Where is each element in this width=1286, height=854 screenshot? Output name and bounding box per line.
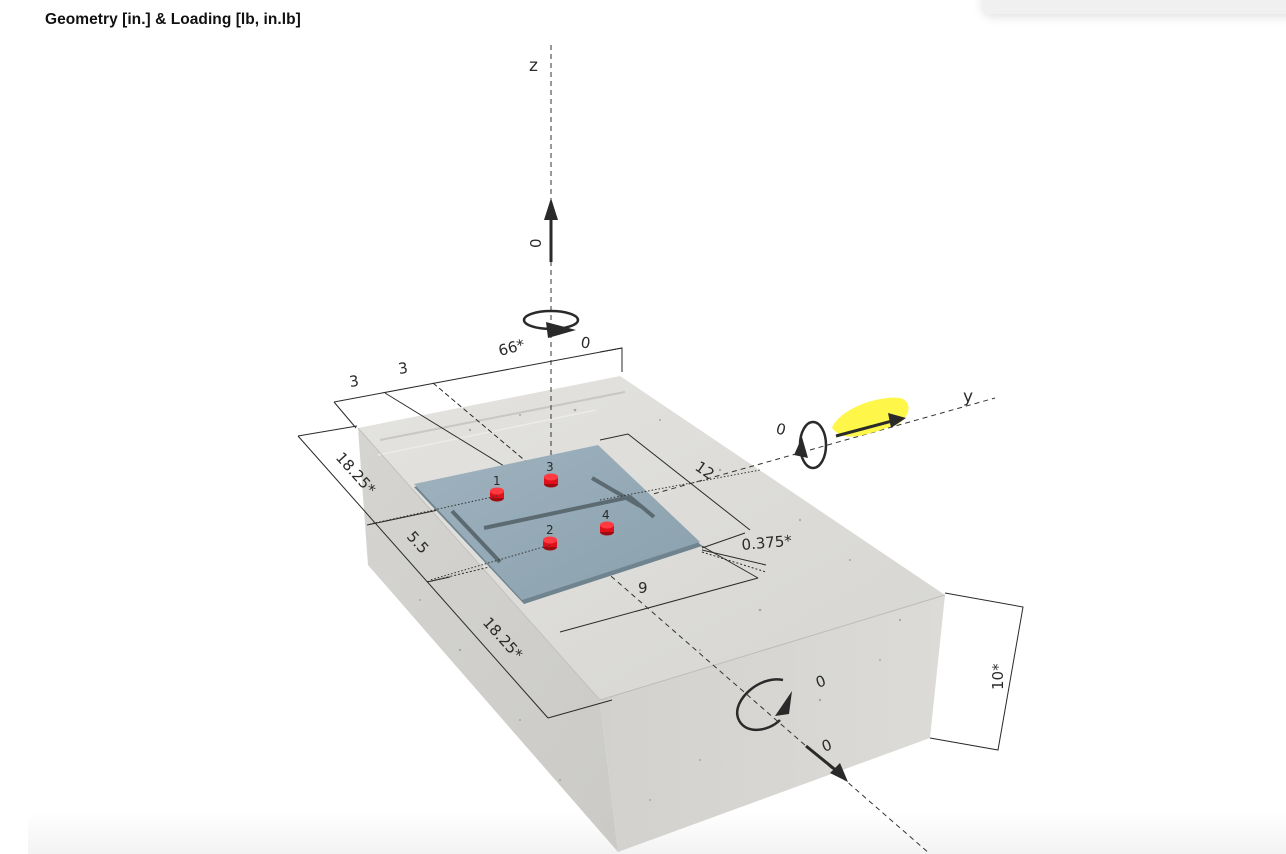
anchor-label-2: 2 — [546, 523, 554, 537]
steel-profile — [450, 476, 656, 564]
anchor-3[interactable]: 3 — [544, 460, 558, 488]
anchor-label-3: 3 — [546, 460, 554, 474]
force-x-arrowhead-icon — [830, 763, 848, 782]
dim-top-edge-3: 0 — [579, 333, 592, 352]
y-axis-label: y — [963, 387, 973, 407]
dim-plate-thickness: 0.375* — [741, 532, 793, 554]
force-x-arrow — [805, 744, 839, 774]
concrete-texture — [419, 408, 902, 801]
anchor-2[interactable]: 2 — [543, 523, 557, 551]
dim-plate-length: 9 — [638, 579, 648, 597]
base-plate[interactable] — [414, 445, 702, 604]
force-z-arrowhead-icon — [544, 198, 558, 220]
anchor-label-4: 4 — [602, 508, 610, 522]
anchor-4[interactable]: 4 — [600, 508, 614, 536]
dim-block-height: 10* — [989, 663, 1007, 690]
force-z-value: 0 — [527, 238, 545, 248]
page-title: Geometry [in.] & Loading [lb, in.lb] — [45, 11, 301, 28]
loads: 0 66* 0 0 0 — [496, 198, 909, 782]
block-front-face — [600, 595, 945, 852]
moment-y-value: 0 — [774, 419, 788, 439]
dim-top-edge-2: 3 — [397, 359, 409, 378]
axes — [549, 45, 996, 854]
top-right-panel — [982, 0, 1286, 14]
x-axis-line — [549, 522, 931, 854]
concrete-block — [357, 376, 946, 852]
moment-x-rotation-icon — [735, 678, 784, 732]
dim-top-edge-1: 3 — [348, 372, 360, 391]
force-y-arrow — [835, 419, 893, 438]
anchor-label-1: 1 — [493, 474, 501, 488]
block-left-face — [358, 428, 618, 852]
anchor-1[interactable]: 1 — [490, 474, 504, 502]
anchors[interactable]: 1 3 2 4 — [490, 460, 614, 551]
force-y-arrowhead-icon — [888, 413, 906, 428]
moment-z-value: 66* — [496, 335, 527, 359]
z-axis-label: z — [529, 56, 538, 76]
highlight-marker — [832, 397, 909, 437]
